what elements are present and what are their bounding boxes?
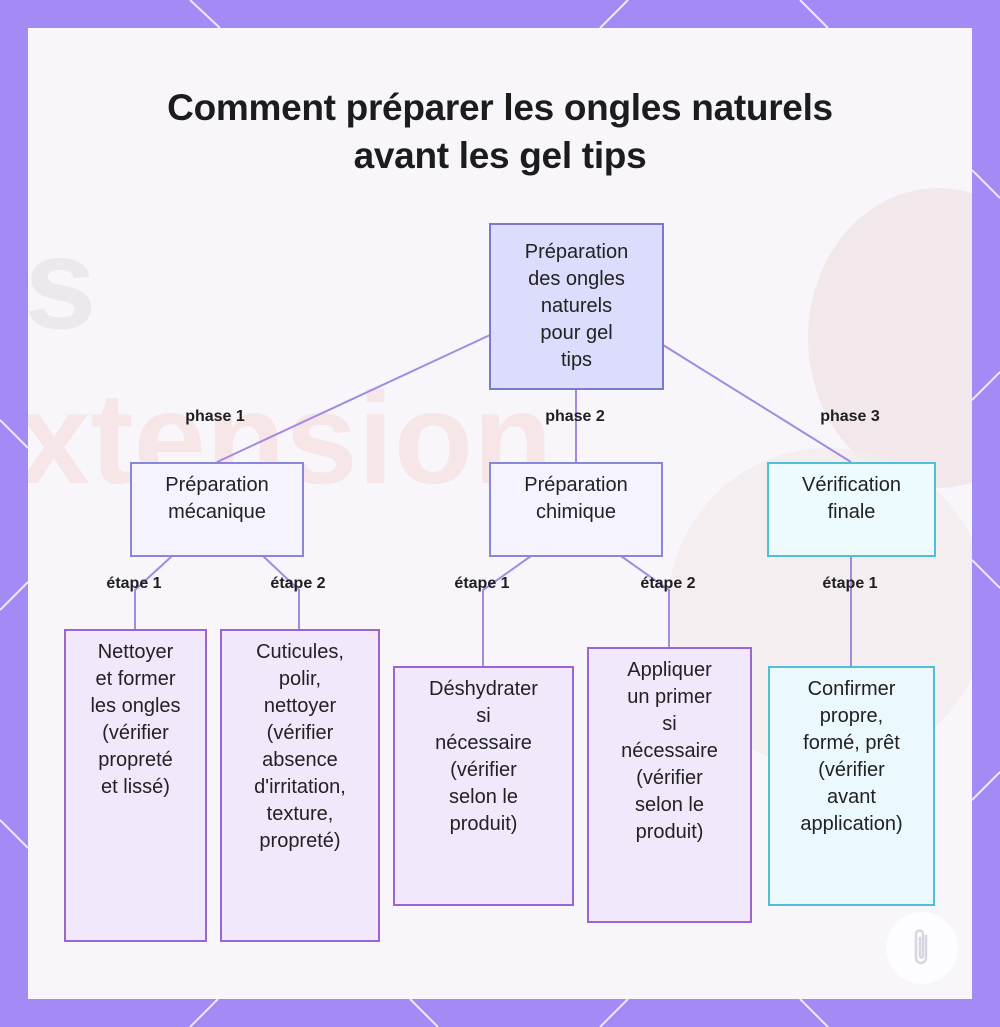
edge-label-phase1-step1: étape 1 bbox=[106, 575, 162, 592]
step-node-nettoyer: Nettoyer et former les ongles (vérifier … bbox=[64, 629, 207, 942]
edge-root-phase-3 bbox=[662, 344, 852, 463]
phase-node-mecanique: Préparation mécanique bbox=[130, 462, 304, 557]
step-node-primer: Appliquer un primer si nécessaire (vérif… bbox=[587, 647, 752, 923]
edge-label-phase2-step2: étape 2 bbox=[640, 575, 696, 592]
phase-node-label: Préparation chimique bbox=[524, 474, 628, 523]
step-node-deshydrater: Déshydrater si nécessaire (vérifier selo… bbox=[393, 666, 574, 906]
background-watermark-text: ls bbox=[28, 210, 97, 356]
edge-label-phase-2: phase 2 bbox=[545, 408, 605, 425]
title-line-2: avant les gel tips bbox=[353, 135, 647, 176]
edge-phase1-step1 bbox=[134, 555, 173, 629]
step-node-label: Cuticules, polir, nettoyer (vérifier abs… bbox=[254, 641, 346, 852]
edge-label-phase-3: phase 3 bbox=[820, 408, 880, 425]
edge-label-phase2-step1: étape 1 bbox=[454, 575, 510, 592]
root-node: Préparation des ongles naturels pour gel… bbox=[489, 223, 664, 390]
phase-node-chimique: Préparation chimique bbox=[489, 462, 663, 557]
phase-node-label: Vérification finale bbox=[802, 474, 901, 523]
phase-node-verification: Vérification finale bbox=[767, 462, 936, 557]
edge-label-phase1-step2: étape 2 bbox=[270, 575, 326, 592]
paperclip-logo-icon bbox=[886, 912, 958, 984]
step-node-label: Confirmer propre, formé, prêt (vérifier … bbox=[800, 678, 903, 835]
step-node-cuticules: Cuticules, polir, nettoyer (vérifier abs… bbox=[220, 629, 380, 942]
step-node-label: Appliquer un primer si nécessaire (vérif… bbox=[621, 659, 718, 843]
title-line-1: Comment préparer les ongles naturels bbox=[167, 87, 833, 128]
step-node-confirmer: Confirmer propre, formé, prêt (vérifier … bbox=[768, 666, 935, 906]
edge-label-phase3-step1: étape 1 bbox=[822, 575, 878, 592]
paperclip-icon bbox=[914, 929, 928, 965]
edge-phase1-step2 bbox=[262, 555, 300, 629]
edge-phase2-step2 bbox=[620, 555, 670, 647]
root-node-label: Préparation des ongles naturels pour gel… bbox=[524, 241, 629, 371]
step-node-label: Nettoyer et former les ongles (vérifier … bbox=[90, 641, 181, 798]
edge-root-phase-1 bbox=[216, 334, 491, 463]
edge-label-phase-1: phase 1 bbox=[185, 408, 245, 425]
diagram-title: Comment préparer les ongles naturels ava… bbox=[28, 84, 972, 180]
edge-phase2-step1 bbox=[482, 555, 532, 666]
phase-node-label: Préparation mécanique bbox=[165, 474, 269, 523]
step-node-label: Déshydrater si nécessaire (vérifier selo… bbox=[429, 678, 538, 835]
